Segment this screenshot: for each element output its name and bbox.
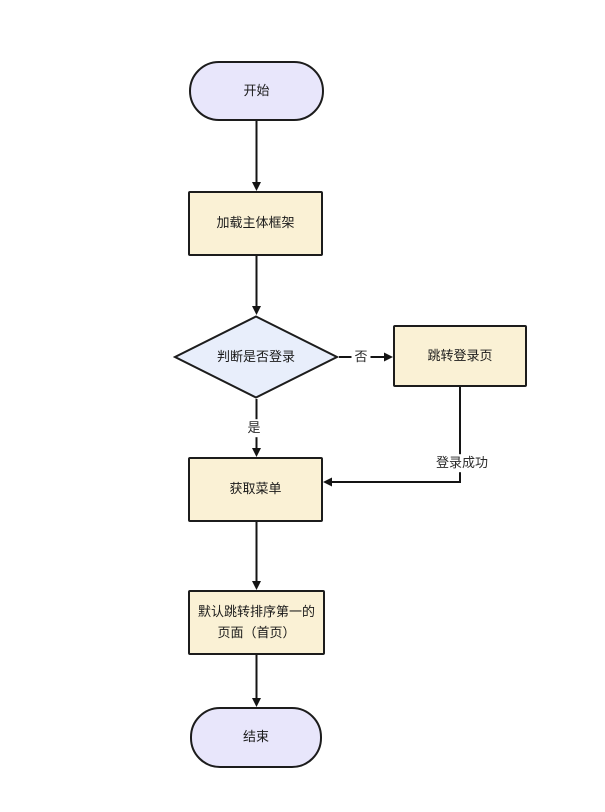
edge-label-no: 否 bbox=[351, 348, 371, 366]
arrowhead-decision-to-menu bbox=[252, 448, 261, 457]
node-load-framework: 加载主体框架 bbox=[188, 191, 323, 256]
node-label: 结束 bbox=[242, 729, 269, 745]
node-label: 获取菜单 bbox=[229, 481, 282, 497]
node-label: 开始 bbox=[243, 82, 270, 98]
node-get-menu: 获取菜单 bbox=[188, 457, 323, 522]
node-login-decision: 判断是否登录 bbox=[173, 315, 339, 399]
node-start-terminal: 开始 bbox=[189, 61, 324, 121]
node-label: 默认跳转排序第一的页面（首页） bbox=[197, 604, 315, 640]
node-default-first-page: 默认跳转排序第一的页面（首页） bbox=[188, 590, 325, 655]
arrowhead-menu-to-default bbox=[252, 581, 261, 590]
arrowhead-default-to-end bbox=[252, 698, 261, 707]
node-goto-login-page: 跳转登录页 bbox=[393, 325, 527, 387]
edge-login-to-menu bbox=[332, 387, 461, 483]
arrowhead-login-to-menu bbox=[323, 477, 332, 487]
arrowhead-decision-to-login bbox=[384, 352, 393, 362]
node-label: 跳转登录页 bbox=[427, 347, 493, 363]
node-label: 加载主体框架 bbox=[216, 215, 295, 231]
decision-diamond-shape bbox=[173, 315, 339, 399]
node-end-terminal: 结束 bbox=[190, 707, 322, 768]
edge-label-login-success: 登录成功 bbox=[432, 454, 492, 472]
node-label: 判断是否登录 bbox=[216, 348, 295, 364]
arrowhead-start-to-load bbox=[252, 182, 261, 191]
edge-label-yes: 是 bbox=[244, 419, 264, 437]
decision-diamond-polygon bbox=[173, 315, 339, 399]
arrowhead-load-to-decision bbox=[252, 306, 261, 315]
